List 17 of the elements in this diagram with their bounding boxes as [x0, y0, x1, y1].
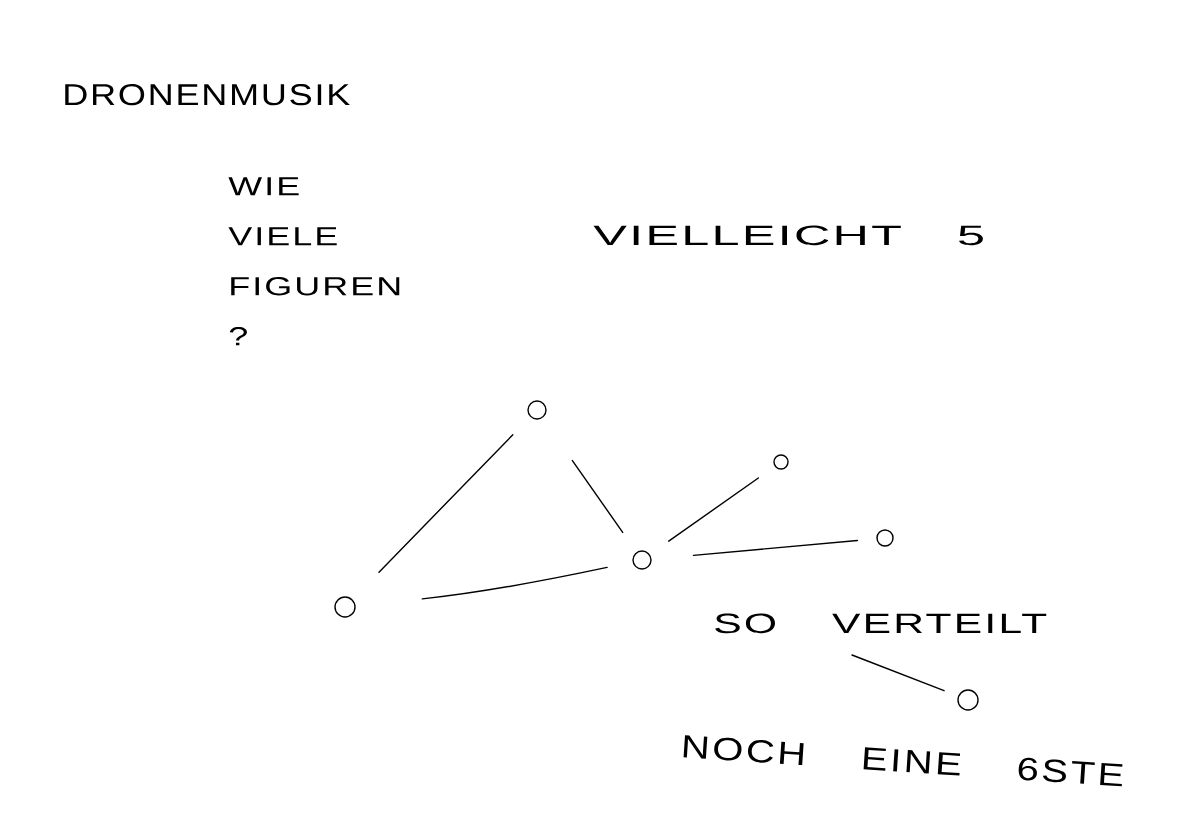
handwritten-note: WIE VIELE FIGUREN ? [228, 177, 400, 346]
handwritten-note: SO VERTEILT [715, 613, 1047, 634]
connector-line [692, 539, 859, 557]
connector-line [851, 654, 945, 692]
drone-circle [876, 529, 894, 547]
drone-circle [957, 689, 979, 711]
drone-circle [632, 550, 652, 570]
drone-circle [527, 400, 547, 420]
connector-line [571, 459, 624, 534]
connector-line [421, 566, 608, 600]
drone-circle [334, 596, 356, 618]
connector-line [668, 477, 760, 542]
drone-circle [773, 454, 789, 470]
handwritten-note: VIELLEICHT 5 [593, 225, 983, 246]
handwritten-title: DRONENMUSIK [65, 84, 350, 106]
handwritten-note: NOCH EINE 6STE [683, 735, 1123, 787]
connector-line [378, 434, 514, 573]
